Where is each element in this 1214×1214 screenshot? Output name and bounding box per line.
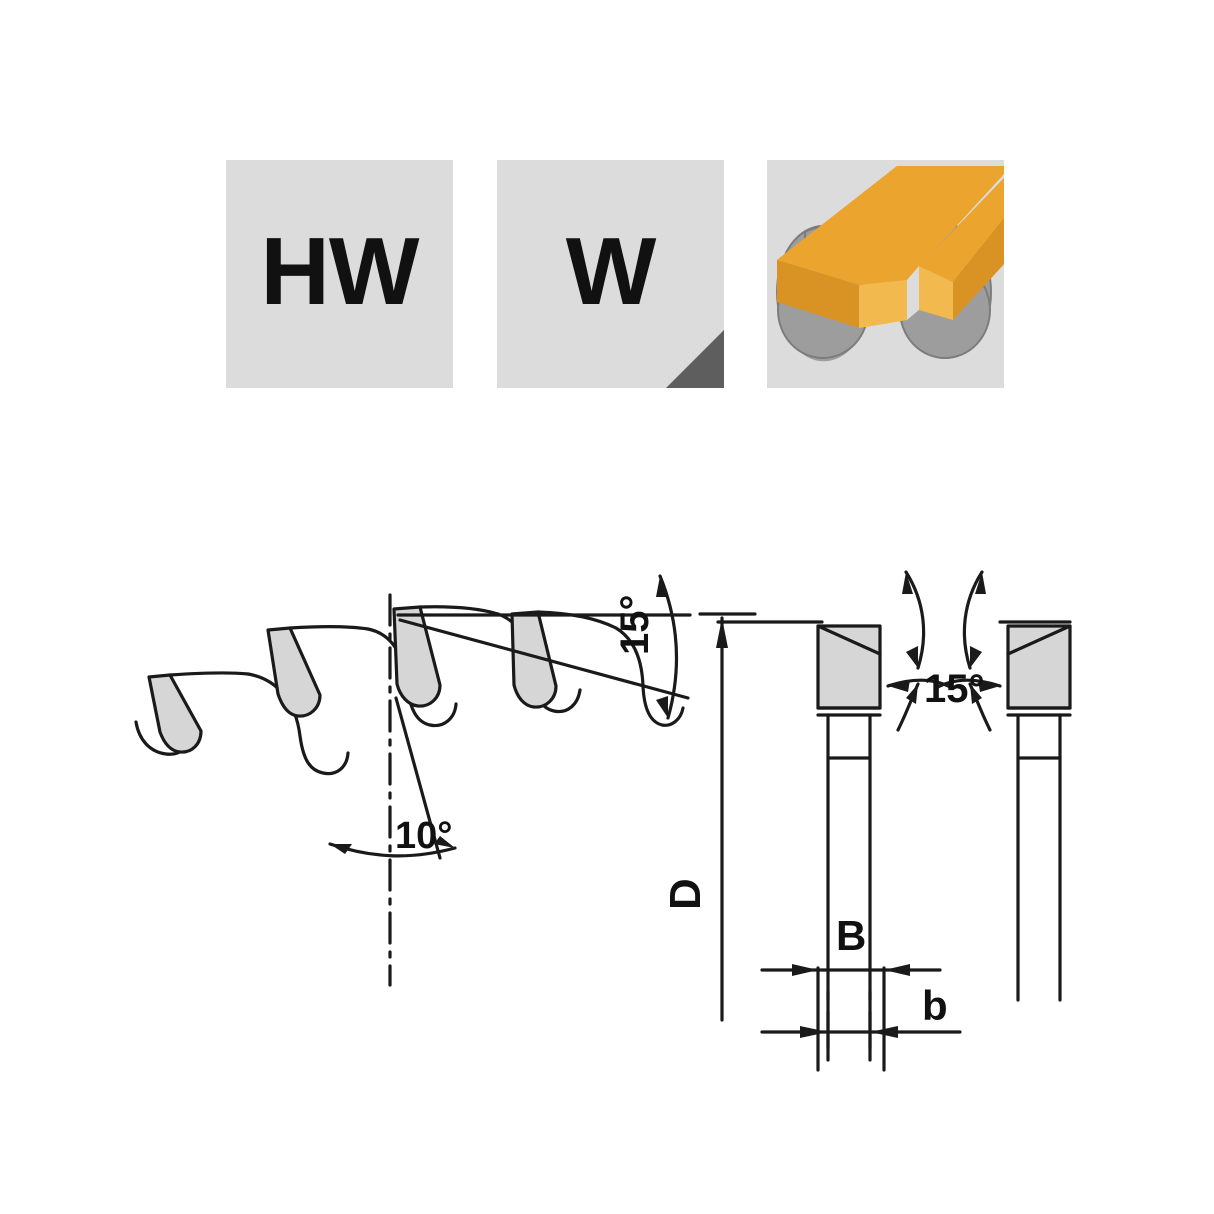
bevel-face-left [816,624,882,656]
tooth-profile-side-view [134,605,685,776]
diameter-dimension [698,612,757,1022]
technical-drawing: 10° 15° D B 15° b [0,440,1214,1140]
bevel-arc-right-lower [934,678,1002,690]
plate-thickness-dimension [760,990,962,1050]
saw-blade-geometry-drawing: 10° 15° D B 15° b [134,570,1072,1072]
badge-material-w-label: W [565,218,657,326]
bevel-angle-label: 15° [924,667,985,711]
badge-material-hw-label: HW [260,218,420,326]
tooth-cross-section-front-view [716,570,1072,1072]
badge-tooth-geometry-illustration [767,160,1004,388]
bevel-arc-left-upper [904,570,926,670]
bevel-face-right [1006,624,1072,656]
hook-angle-arc [658,574,678,720]
plate-thickness-label: b [922,982,948,1029]
kerf-label: B [836,912,866,959]
saw-blade-tooth-isometric-icon [767,160,1004,388]
badge-row: HW W [0,0,1214,460]
clearance-angle-line [394,696,442,860]
badge-material-hw: HW [226,160,453,388]
clearance-angle-label: 10° [395,815,452,857]
hook-angle-line [398,618,690,700]
badge-material-w: W [497,160,724,388]
bevel-arc-left-lower [886,678,954,690]
plate-body-left [826,713,872,1062]
kerf-dimension [760,964,942,1072]
plate-body-right [1016,713,1062,1002]
bevel-arc-right-upper [962,570,984,670]
corner-triangle-icon [666,330,724,388]
hook-angle-label: 15° [613,595,657,656]
diameter-label: D [661,878,710,910]
